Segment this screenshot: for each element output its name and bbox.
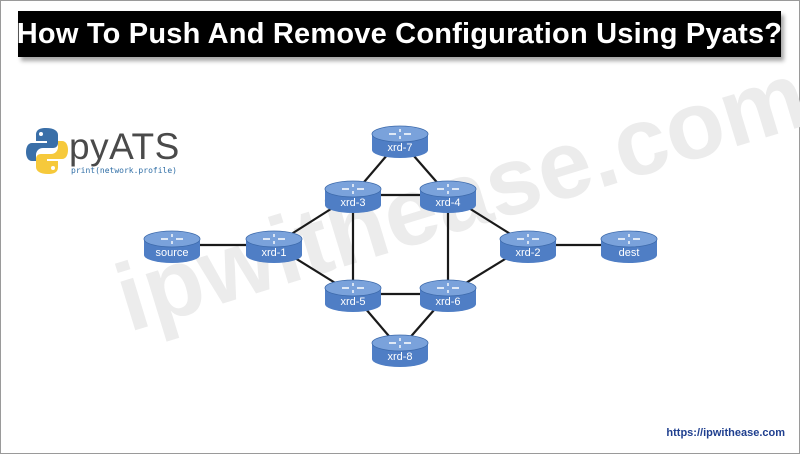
router-xrd-6: xrd-6 bbox=[419, 279, 477, 312]
router-label: xrd-3 bbox=[340, 197, 365, 209]
router-top bbox=[419, 279, 477, 297]
router-xrd-2: xrd-2 bbox=[499, 230, 557, 263]
router-xrd-3: xrd-3 bbox=[324, 180, 382, 213]
logo-tagline: print(network.profile) bbox=[71, 166, 177, 175]
router-top bbox=[245, 230, 303, 248]
router-label: xrd-5 bbox=[340, 296, 365, 308]
router-label: xrd-8 bbox=[387, 351, 412, 363]
router-label: xrd-2 bbox=[515, 247, 540, 259]
router-xrd-7: xrd-7 bbox=[371, 125, 429, 158]
router-arrows-icon bbox=[517, 234, 539, 244]
router-xrd-5: xrd-5 bbox=[324, 279, 382, 312]
router-top bbox=[371, 125, 429, 143]
logo-wordmark: pyATS bbox=[69, 126, 180, 167]
router-xrd-1: xrd-1 bbox=[245, 230, 303, 263]
router-arrows-icon bbox=[342, 283, 364, 293]
router-arrows-icon bbox=[618, 234, 640, 244]
router-arrows-icon bbox=[389, 129, 411, 139]
title-banner: How To Push And Remove Configuration Usi… bbox=[16, 11, 783, 57]
router-arrows-icon bbox=[437, 283, 459, 293]
router-label: xrd-1 bbox=[261, 247, 286, 259]
router-xrd-8: xrd-8 bbox=[371, 334, 429, 367]
router-top bbox=[324, 180, 382, 198]
router-top bbox=[499, 230, 557, 248]
router-label: xrd-6 bbox=[435, 296, 460, 308]
router-top bbox=[371, 334, 429, 352]
router-arrows-icon bbox=[161, 234, 183, 244]
python-icon bbox=[26, 128, 68, 174]
topology-nodes: source xrd-1 xrd-3 xrd-4 xrd-5 xrd-6 xrd-7 xrd-… bbox=[143, 125, 658, 367]
router-label: source bbox=[155, 247, 188, 259]
router-top bbox=[143, 230, 201, 248]
router-top bbox=[324, 279, 382, 297]
router-xrd-4: xrd-4 bbox=[419, 180, 477, 213]
router-top bbox=[419, 180, 477, 198]
router-label: xrd-7 bbox=[387, 142, 412, 154]
router-dest: dest bbox=[600, 230, 658, 263]
pyats-logo: pyATS print(network.profile) bbox=[25, 126, 179, 181]
router-label: xrd-4 bbox=[435, 197, 460, 209]
topology-links bbox=[172, 139, 629, 350]
router-arrows-icon bbox=[437, 184, 459, 194]
router-arrows-icon bbox=[263, 234, 285, 244]
site-url: https://ipwithease.com bbox=[666, 427, 785, 439]
router-arrows-icon bbox=[342, 184, 364, 194]
page-title: How To Push And Remove Configuration Usi… bbox=[16, 17, 783, 50]
router-label: dest bbox=[619, 247, 640, 259]
router-top bbox=[600, 230, 658, 248]
router-source: source bbox=[143, 230, 201, 263]
router-arrows-icon bbox=[389, 338, 411, 348]
